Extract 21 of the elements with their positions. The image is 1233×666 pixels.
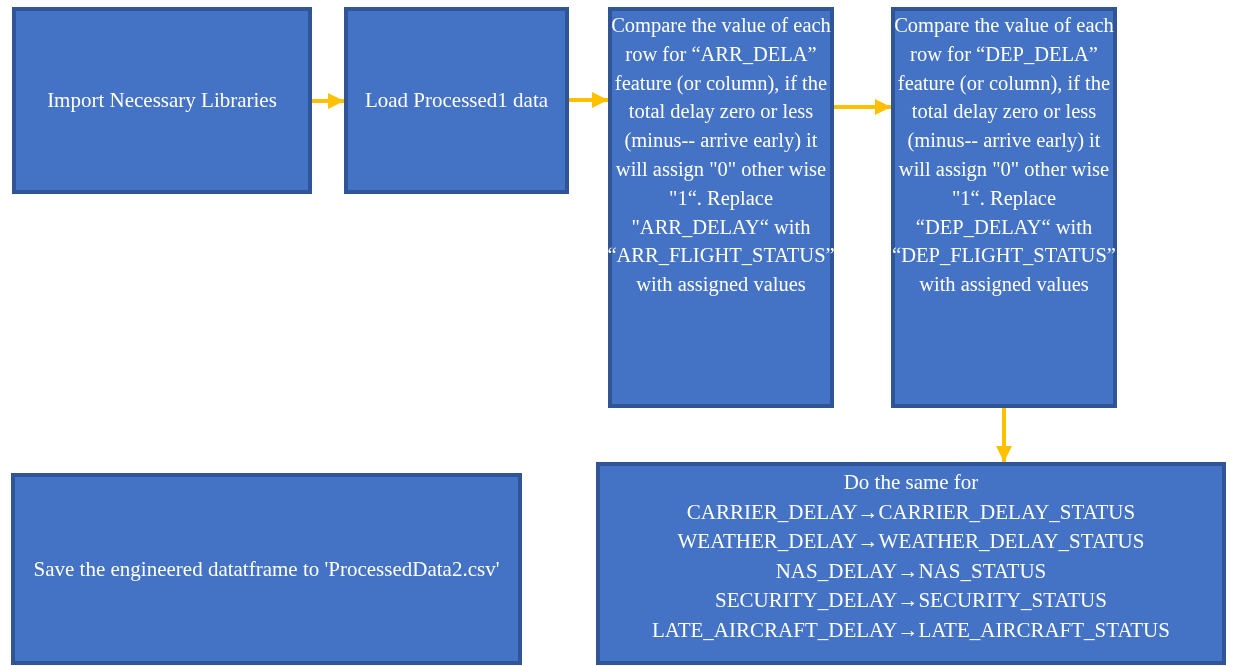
- step-text: LATE_AIRCRAFT_DELAY→LATE_AIRCRAFT_STATUS: [652, 616, 1170, 644]
- process-box: [596, 462, 1226, 665]
- process-box: [12, 7, 312, 194]
- step-text: Save the engineered datatframe to 'ProcessedData2.csv': [33, 555, 500, 583]
- step-text: SECURITY_DELAY→SECURITY_STATUS: [715, 587, 1107, 614]
- step-text: CARRIER_DELAY→CARRIER_DELAY_STATUS: [686, 498, 1136, 526]
- step-text: Import Necessary Libraries: [47, 87, 277, 114]
- step-text: Do the same for: [843, 469, 979, 496]
- step-text: Compare the value of each row for “ARR_DELA” feature (or column), if the total delay zero or less (minus-- arrive early) it will assign "0" other wise "1“. Replace "ARR_DELAY“ with “ARR_FLIGHT_STATUS” with assigned values: [607, 13, 835, 298]
- process-box: [11, 473, 522, 665]
- step-text: Compare the value of each row for “DEP_DELA” feature (or column), if the total delay zero or less (minus-- arrive early) it will assign "0" other wise "1“. Replace “DEP_DELAY“ with “DEP_FLIGHT_STATUS” with assigned values: [892, 13, 1116, 298]
- arrow: [569, 92, 608, 108]
- step-text: WEATHER_DELAY→WEATHER_DELAY_STATUS: [677, 528, 1145, 555]
- step-text: Load Processed1 data: [364, 87, 549, 114]
- process-box: [344, 7, 569, 194]
- process-box: [608, 7, 834, 408]
- arrow: [996, 408, 1012, 462]
- step-text: NAS_DELAY→NAS_STATUS: [775, 557, 1047, 585]
- process-box: [891, 7, 1117, 408]
- arrow: [312, 93, 344, 109]
- arrow: [834, 99, 891, 115]
